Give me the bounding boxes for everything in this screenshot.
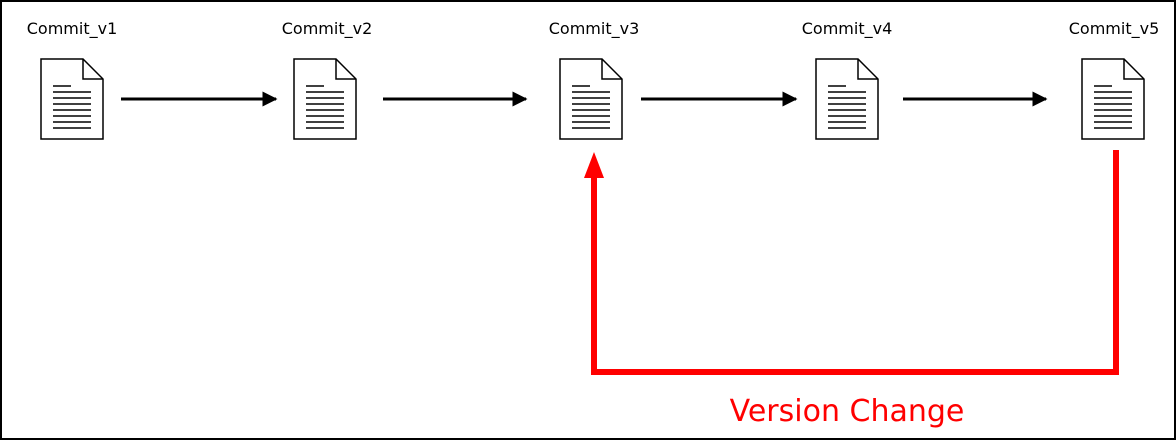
commit-label-v1: Commit_v1 bbox=[27, 19, 118, 39]
commit-label-v5: Commit_v5 bbox=[1069, 19, 1160, 39]
commit-label-v2: Commit_v2 bbox=[282, 19, 373, 39]
document-icon bbox=[559, 58, 623, 140]
document-icon bbox=[815, 58, 879, 140]
version-change-arrow bbox=[584, 150, 1119, 375]
document-icon bbox=[40, 58, 104, 140]
commit-label-v4: Commit_v4 bbox=[802, 19, 893, 39]
commit-label-v3: Commit_v3 bbox=[549, 19, 640, 39]
document-icon bbox=[293, 58, 357, 140]
document-icon bbox=[1081, 58, 1145, 140]
version-change-label: Version Change bbox=[730, 394, 965, 429]
